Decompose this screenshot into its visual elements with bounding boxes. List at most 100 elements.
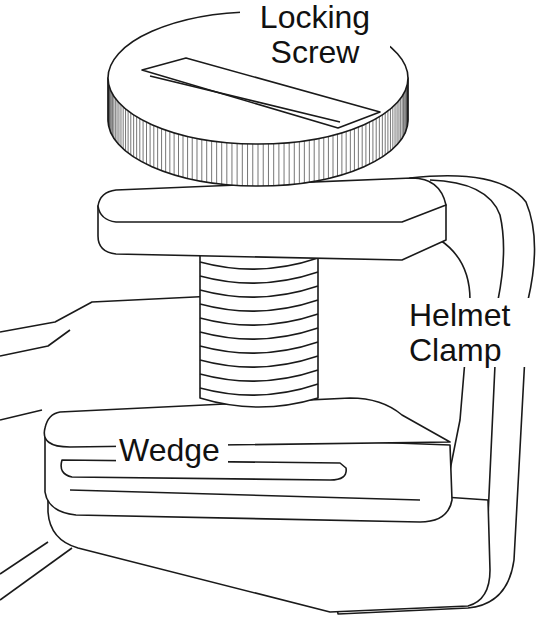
knurl-stroke: [304, 141, 305, 183]
knurl-stroke: [258, 144, 259, 186]
thread-stroke: [200, 258, 318, 269]
knurl-stroke: [139, 119, 140, 161]
knurl-stroke: [157, 127, 158, 169]
part-label: Locking Screw: [240, 0, 390, 69]
part-label: Wedge: [116, 433, 228, 468]
background-part: [0, 548, 72, 600]
thread-stroke: [200, 356, 318, 367]
knurl-stroke: [392, 107, 393, 149]
knurl-stroke: [372, 120, 373, 162]
knurl-stroke: [187, 136, 188, 178]
part-label: Helmet Clamp: [406, 298, 538, 367]
screw-shaft: [200, 250, 318, 407]
knurl-stroke: [183, 135, 184, 177]
knurl-stroke: [113, 96, 114, 138]
screw-threads: [200, 258, 318, 395]
knurl-stroke: [398, 101, 399, 143]
knurl-stroke: [252, 144, 253, 186]
knurl-stroke: [323, 137, 324, 179]
knurl-stroke: [273, 144, 274, 186]
wedge-edge: [70, 490, 420, 500]
knurl-stroke: [169, 131, 170, 173]
thread-stroke: [200, 272, 318, 283]
knurl-stroke: [178, 134, 179, 176]
knurl-stroke: [146, 122, 147, 164]
thread-stroke: [200, 314, 318, 325]
knurl-stroke: [405, 89, 406, 131]
knurl-stroke: [289, 143, 290, 185]
thread-stroke: [200, 328, 318, 339]
knurl-stroke: [231, 143, 232, 185]
knurl-stroke: [237, 143, 238, 185]
knurl-stroke: [143, 120, 144, 162]
knurl-stroke: [192, 137, 193, 179]
knurl-stroke: [406, 87, 407, 129]
knurl-stroke: [379, 117, 380, 159]
knurl-stroke: [314, 139, 315, 181]
knurl-stroke: [395, 105, 396, 147]
knurl-stroke: [354, 129, 355, 171]
knurl-stroke: [150, 124, 151, 166]
knurl-stroke: [201, 139, 202, 181]
knurl-stroke: [319, 138, 320, 180]
background-part: [0, 542, 48, 574]
knurl-stroke: [382, 115, 383, 157]
knurl-stroke: [376, 119, 377, 161]
knurl-stroke: [206, 140, 207, 182]
background-part: [0, 410, 42, 420]
knurl-stroke: [247, 144, 248, 186]
knurl-stroke: [117, 101, 118, 143]
knurl-stroke: [337, 134, 338, 176]
knurl-stroke: [346, 131, 347, 173]
knurl-stroke: [263, 144, 264, 186]
knurl-stroke: [161, 129, 162, 171]
thread-stroke: [200, 300, 318, 311]
background-part: [0, 296, 215, 332]
knurl-stroke: [358, 127, 359, 169]
knurl-stroke: [125, 109, 126, 151]
knurl-stroke: [362, 125, 363, 167]
knurl-stroke: [216, 141, 217, 183]
thread-stroke: [200, 370, 318, 381]
knurl-stroke: [350, 130, 351, 172]
knurl-stroke: [133, 115, 134, 157]
knurl-stroke: [136, 117, 137, 159]
knurl-stroke: [268, 144, 269, 186]
knurl-stroke: [400, 98, 401, 140]
knurl-stroke: [369, 122, 370, 164]
knurl-stroke: [333, 135, 334, 177]
screw-slot-edge: [150, 76, 340, 122]
knurl-stroke: [385, 113, 386, 155]
knurl-stroke: [111, 92, 112, 134]
knurl-stroke: [221, 142, 222, 184]
thread-stroke: [200, 384, 318, 395]
knurl-stroke: [397, 103, 398, 145]
knurl-stroke: [387, 111, 388, 153]
knurl-stroke: [118, 103, 119, 145]
knurl-stroke: [174, 133, 175, 175]
knurl-stroke: [390, 109, 391, 151]
knurl-stroke: [110, 89, 111, 131]
knurl-stroke: [299, 141, 300, 183]
background-part: [0, 330, 70, 356]
knurl-stroke: [309, 140, 310, 182]
knurl-stroke: [284, 143, 285, 185]
knurl-stroke: [365, 124, 366, 166]
knurl-stroke: [120, 105, 121, 147]
knurl-stroke: [328, 136, 329, 178]
knurl-stroke: [115, 98, 116, 140]
knurl-stroke: [112, 94, 113, 136]
knurl-stroke: [226, 143, 227, 185]
knurl-stroke: [130, 113, 131, 155]
knurl-stroke: [123, 107, 124, 149]
knurl-stroke: [402, 96, 403, 138]
knurl-stroke: [242, 144, 243, 186]
knurl-stroke: [153, 125, 154, 167]
knurl-stroke: [294, 142, 295, 184]
thread-stroke: [200, 286, 318, 297]
knurl-stroke: [341, 133, 342, 175]
thread-stroke: [200, 342, 318, 353]
knurl-stroke: [165, 130, 166, 172]
knurl-stroke: [211, 141, 212, 183]
